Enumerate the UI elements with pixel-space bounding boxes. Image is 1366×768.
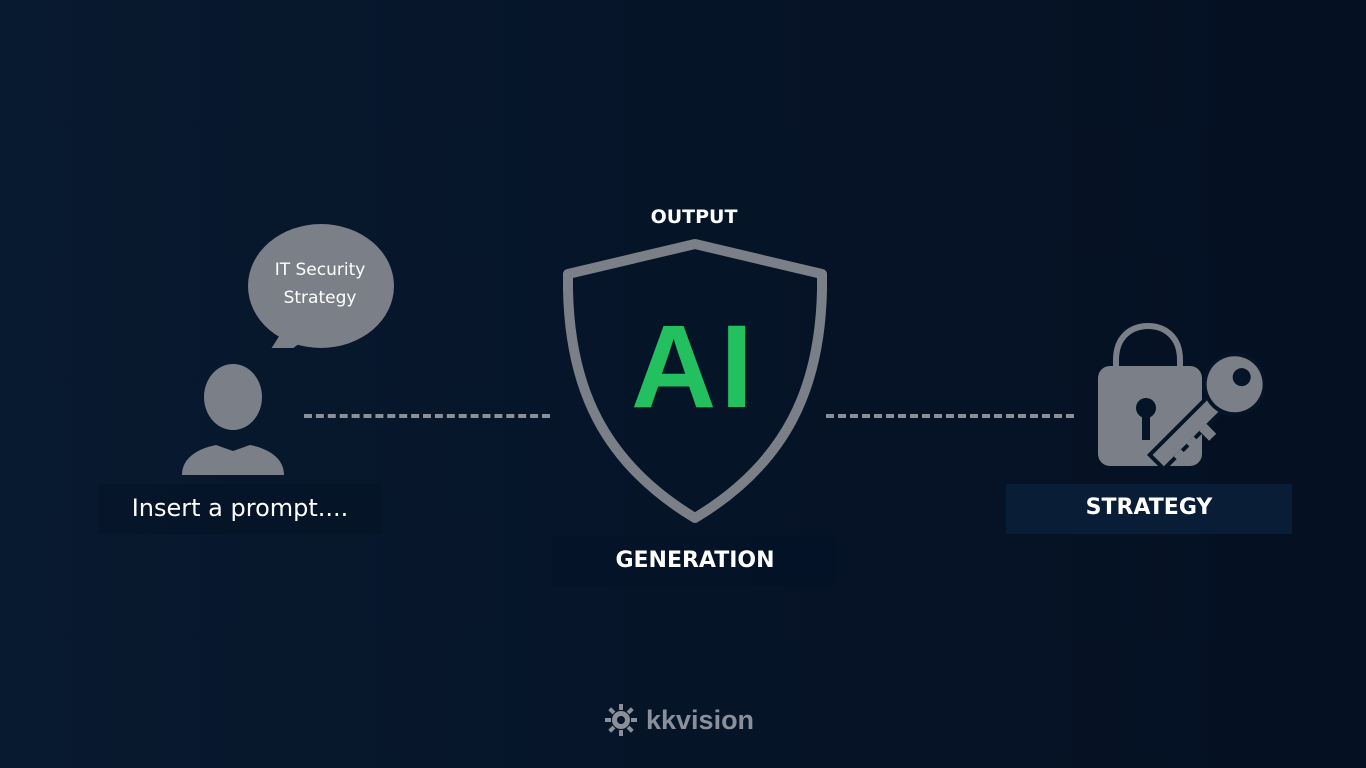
connector-right — [826, 414, 1074, 418]
bubble-line-1: IT Security — [274, 260, 366, 280]
output-label: OUTPUT — [650, 206, 738, 228]
lock-key-icon — [1098, 322, 1264, 472]
speech-bubble-icon — [248, 224, 394, 348]
shield-icon — [563, 239, 827, 523]
ai-text: AI — [631, 301, 757, 433]
strategy-box — [1006, 484, 1292, 534]
prompt-text: Insert a prompt.... — [131, 494, 349, 522]
prompt-box[interactable] — [98, 484, 382, 534]
generation-label: GENERATION — [615, 548, 775, 573]
user-icon — [182, 364, 284, 475]
bubble-line-2: Strategy — [283, 288, 357, 308]
logo-text: kkvision — [646, 705, 755, 735]
logo: kkvision — [604, 702, 766, 738]
bubble-text: IT Security Strategy — [258, 256, 382, 312]
strategy-label: STRATEGY — [1085, 495, 1213, 520]
gear-sun-icon — [605, 704, 637, 736]
generation-box — [552, 536, 838, 586]
connector-left — [304, 414, 550, 418]
